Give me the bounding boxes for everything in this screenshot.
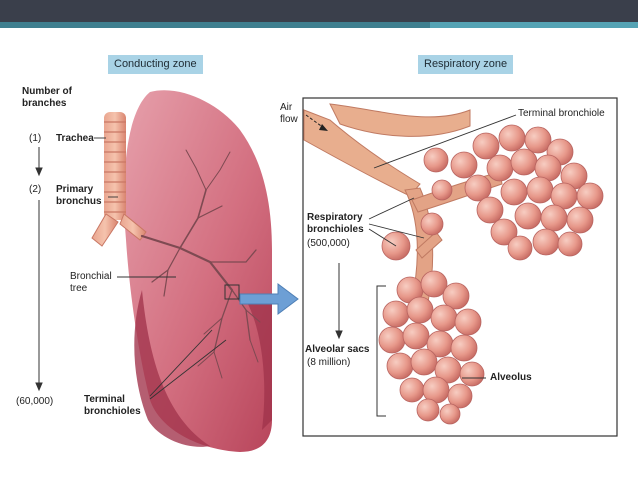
air-flow-label: Air flow: [280, 102, 298, 126]
terminal-line-1: Terminal: [84, 394, 125, 405]
number-of-branches-heading: Number of branches: [22, 86, 72, 110]
bronchial-line-1: Bronchial: [70, 271, 112, 282]
heading-line-1: Number of: [22, 86, 72, 97]
resp-line-2: bronchioles: [307, 224, 364, 235]
branch-count-arrow: [35, 147, 43, 392]
bronchial-line-2: tree: [70, 283, 88, 294]
lung-illustration: [124, 90, 272, 453]
alveolar-sacs-label: Alveolar sacs: [305, 344, 370, 355]
primary-line-2: bronchus: [56, 196, 102, 207]
slide-top-bar: [0, 0, 638, 22]
alveolar-sacs-count: (8 million): [307, 357, 351, 368]
primary-bronchus-count: (2): [29, 184, 42, 195]
leader-lines: [94, 114, 517, 400]
zoom-region-box: [224, 284, 240, 300]
upper-alveolar-sac: [381, 124, 604, 261]
respiratory-bronchioles-label: Respiratory bronchioles: [307, 212, 364, 236]
lower-alveolar-sac: [378, 270, 485, 425]
respiratory-count-arrow: [335, 263, 343, 340]
terminal-line-2: bronchioles: [84, 406, 141, 417]
respiratory-bronchioles-count: (500,000): [307, 238, 350, 249]
terminal-bronchiole-label: Terminal bronchiole: [518, 108, 605, 119]
air-flow-arrow: [305, 114, 328, 131]
slide-accent-bar: [0, 22, 638, 28]
slide-accent-bar-light: [430, 22, 638, 28]
primary-bronchus-label: Primary bronchus: [56, 184, 102, 208]
zoom-arrow: [239, 283, 299, 315]
primary-line-1: Primary: [56, 184, 94, 195]
terminal-bronchioles-label: Terminal bronchioles: [84, 394, 141, 418]
bronchial-tree: [140, 149, 261, 379]
trachea-label: Trachea: [56, 133, 94, 144]
resp-line-1: Respiratory: [307, 212, 363, 223]
heading-line-2: branches: [22, 98, 67, 109]
conducting-zone-label: Conducting zone: [108, 55, 203, 74]
bronchial-tree-label: Bronchial tree: [70, 271, 112, 295]
trachea-illustration: [91, 112, 147, 247]
respiratory-zone-label: Respiratory zone: [418, 55, 514, 74]
air-flow-line-1: Air: [280, 102, 293, 113]
alveolus-label: Alveolus: [490, 372, 532, 383]
trachea-count: (1): [29, 133, 42, 144]
air-flow-line-2: flow: [280, 114, 298, 125]
terminal-bronchioles-count: (60,000): [16, 396, 54, 407]
alveolar-sacs-bracket: [376, 285, 386, 417]
